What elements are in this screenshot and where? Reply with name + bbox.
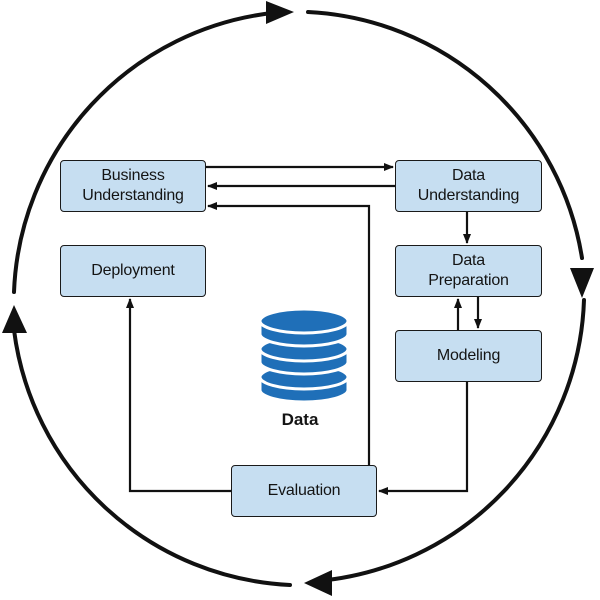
outer-arc-top-right <box>306 10 584 260</box>
modeling-box: Modeling <box>395 330 542 382</box>
evaluation-box: Evaluation <box>231 465 377 517</box>
arrow-evaluation-to-business <box>207 202 371 465</box>
outer-arc-top-left <box>12 11 274 294</box>
arrow-modeling-to-evaluation <box>378 382 469 495</box>
outer-arc-bottom-right <box>316 298 586 583</box>
outer-arrowhead-bottom <box>304 570 332 596</box>
outer-arrowhead-right <box>570 268 594 298</box>
database-disk-top-cap <box>258 307 350 335</box>
outer-arc-bottom-left <box>12 328 292 587</box>
outer-arrowheads <box>2 1 594 596</box>
business-understanding-box: Business Understanding <box>60 160 206 212</box>
outer-arrowhead-top <box>266 1 294 24</box>
data-label: Data <box>281 410 319 429</box>
deployment-box: Deployment <box>60 245 206 297</box>
flow-arrows <box>126 163 482 495</box>
data-preparation-box: Data Preparation <box>395 245 542 297</box>
outer-arrowhead-left <box>2 305 27 333</box>
data-understanding-box: Data Understanding <box>395 160 542 212</box>
outer-cycle <box>12 10 586 587</box>
database-icon <box>258 307 350 404</box>
arrow-evaluation-to-deployment <box>126 298 231 493</box>
